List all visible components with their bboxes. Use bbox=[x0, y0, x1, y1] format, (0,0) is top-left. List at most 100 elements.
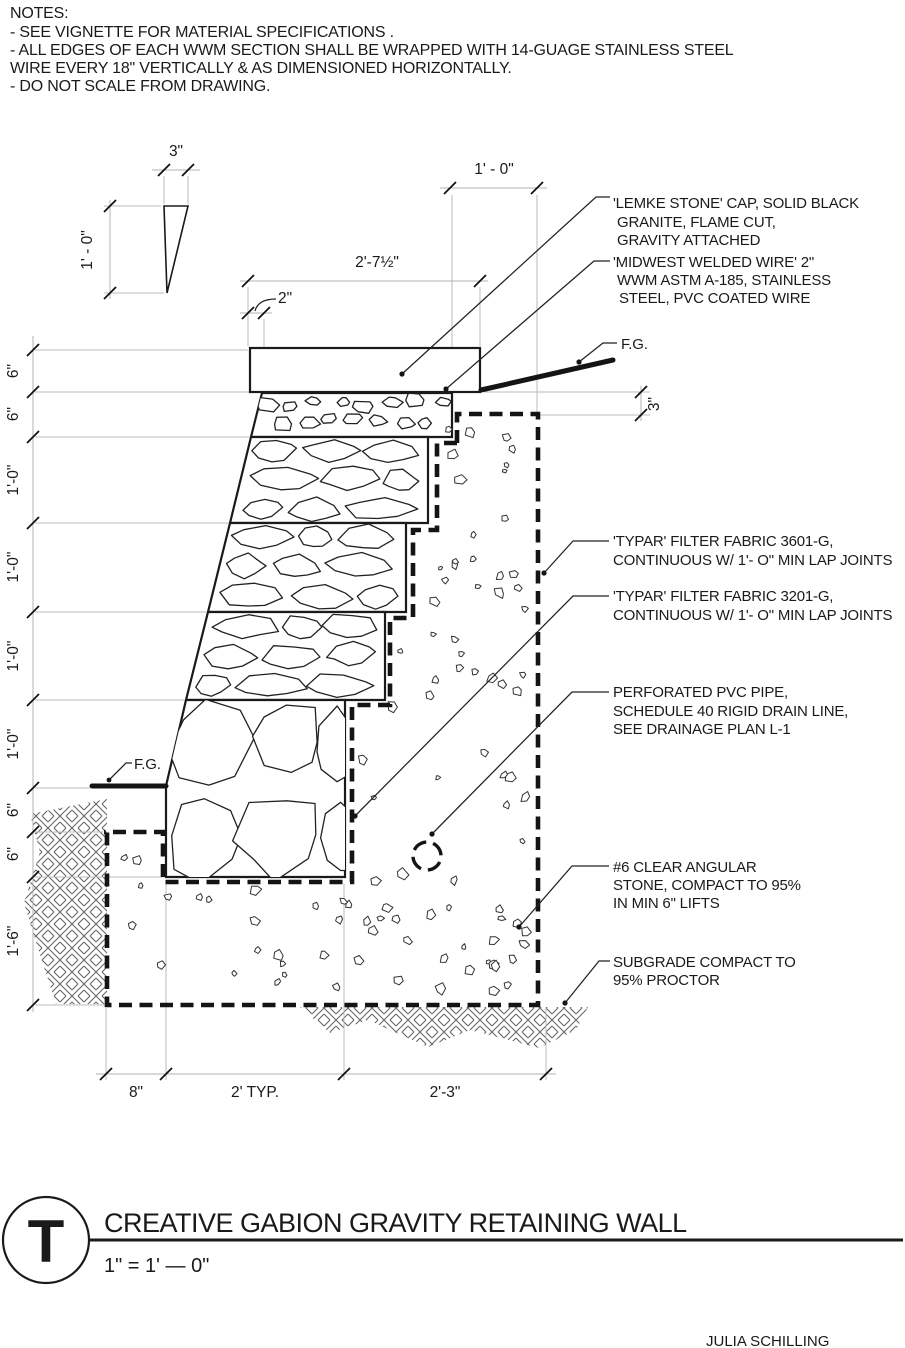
stone-shape bbox=[305, 673, 375, 699]
callout-stone6-line-0: #6 CLEAR ANGULAR bbox=[613, 859, 757, 876]
stone-shape bbox=[368, 414, 389, 427]
course-4-boulders bbox=[168, 700, 345, 877]
aggregate-pebble bbox=[163, 893, 173, 901]
stone-shape bbox=[417, 416, 433, 430]
aggregate-pebble bbox=[508, 444, 516, 454]
detail-letter: T bbox=[28, 1208, 65, 1275]
extension-lines bbox=[32, 169, 650, 1080]
stone-shape bbox=[301, 439, 362, 464]
stone-shape bbox=[282, 401, 298, 413]
aggregate-pebble bbox=[470, 530, 477, 539]
dim-left-4: 1'-0" bbox=[5, 641, 22, 672]
note-line: - ALL EDGES OF EACH WWM SECTION SHALL BE… bbox=[10, 42, 734, 59]
stone-shape bbox=[249, 466, 320, 491]
dim-top-right: 1' - 0" bbox=[474, 161, 513, 178]
stone-shape bbox=[342, 413, 364, 425]
aggregate-pebble bbox=[195, 893, 203, 901]
aggregate-pebble bbox=[434, 982, 447, 996]
soil-hatch-left bbox=[24, 799, 107, 1004]
drainage-aggregate bbox=[120, 425, 532, 996]
finish-grade-right bbox=[478, 357, 616, 393]
aggregate-pebble bbox=[367, 925, 379, 936]
aggregate-pebble bbox=[461, 943, 467, 950]
stone-shape bbox=[344, 496, 419, 520]
aggregate-pebble bbox=[439, 953, 449, 963]
aggregate-pebble bbox=[429, 596, 441, 607]
callout-fg-left: F.G. bbox=[134, 756, 161, 773]
aggregate-pebble bbox=[518, 940, 531, 949]
aggregate-pebble bbox=[403, 936, 413, 946]
title-block: T CREATIVE GABION GRAVITY RETAINING WALL… bbox=[1, 1195, 903, 1348]
callout-stone6-line-1: STONE, COMPACT TO 95% bbox=[613, 877, 801, 894]
dim-left-1: 6" bbox=[5, 407, 22, 421]
aggregate-pebble bbox=[353, 955, 365, 966]
soil-hatch-bottom bbox=[300, 1007, 588, 1048]
aggregate-pebble bbox=[508, 954, 518, 964]
aggregate-pebble bbox=[339, 897, 349, 905]
callout-3201-line-0: 'TYPAR' FILTER FABRIC 3201-G, bbox=[613, 588, 833, 605]
aggregate-pebble bbox=[132, 855, 142, 865]
stone-shape bbox=[219, 582, 284, 607]
aggregate-pebble bbox=[504, 771, 517, 783]
stone-shape bbox=[261, 645, 321, 670]
dim-batter-height: 1' - 0" bbox=[79, 230, 96, 269]
note-line: - DO NOT SCALE FROM DRAWING. bbox=[10, 78, 270, 95]
stone-shape bbox=[320, 412, 337, 424]
aggregate-pebble bbox=[231, 969, 238, 977]
note-line: - SEE VIGNETTE FOR MATERIAL SPECIFICATIO… bbox=[10, 24, 394, 41]
aggregate-pebble bbox=[488, 936, 500, 945]
aggregate-pebble bbox=[381, 903, 394, 913]
callout-wwm-line-0: 'MIDWEST WELDED WIRE' 2" bbox=[613, 254, 814, 271]
stone-shape bbox=[225, 552, 267, 580]
aggregate-pebble bbox=[120, 853, 128, 862]
aggregate-pebble bbox=[282, 971, 288, 978]
dim-left-0: 6" bbox=[5, 364, 22, 378]
aggregate-pebble bbox=[332, 982, 341, 992]
aggregate-pebble bbox=[495, 570, 504, 580]
aggregate-pebble bbox=[471, 668, 479, 676]
stone-shape bbox=[230, 524, 295, 550]
notes-block: NOTES: - SEE VIGNETTE FOR MATERIAL SPECI… bbox=[10, 5, 734, 95]
aggregate-pebble bbox=[273, 948, 284, 961]
aggregate-pebble bbox=[493, 587, 504, 599]
aggregate-pebble bbox=[319, 950, 330, 960]
stone-shape bbox=[324, 551, 393, 577]
stone-shape bbox=[434, 396, 452, 407]
aggregate-pebble bbox=[502, 800, 510, 810]
aggregate-pebble bbox=[279, 960, 287, 968]
aggregate-pebble bbox=[438, 565, 444, 571]
stone-shape bbox=[290, 583, 354, 610]
excavation-boundary-fabric-3601 bbox=[104, 411, 541, 1008]
aggregate-pebble bbox=[474, 584, 482, 589]
aggregate-pebble bbox=[497, 679, 508, 690]
course-2-stones bbox=[219, 523, 399, 610]
stone-shape bbox=[299, 416, 322, 429]
stone-shape bbox=[281, 615, 323, 640]
aggregate-pebble bbox=[521, 926, 532, 937]
aggregate-pebble bbox=[445, 425, 453, 433]
dim-left-2: 1'-0" bbox=[5, 465, 22, 496]
course-3-stones bbox=[195, 613, 378, 699]
stone-shape bbox=[325, 640, 377, 667]
aggregate-pebble bbox=[249, 885, 263, 896]
stone-shape bbox=[211, 614, 280, 640]
aggregate-pebble bbox=[396, 867, 410, 881]
stone-shape bbox=[319, 465, 381, 492]
drawing-author: JULIA SCHILLING bbox=[706, 1333, 829, 1348]
stone-shape bbox=[195, 674, 232, 697]
aggregate-pebble bbox=[435, 775, 442, 781]
stone-shape bbox=[234, 672, 308, 697]
course-1-stones bbox=[242, 439, 420, 523]
callout-cap-line-0: 'LEMKE STONE' CAP, SOLID BLACK bbox=[613, 195, 859, 212]
aggregate-pebble bbox=[521, 606, 529, 613]
stone-shape bbox=[297, 525, 333, 548]
dim-bottom-0: 8" bbox=[129, 1084, 143, 1101]
stone-shape bbox=[251, 439, 298, 463]
dim-batter-width: 3" bbox=[169, 143, 183, 160]
aggregate-pebble bbox=[520, 791, 531, 802]
aggregate-pebble bbox=[358, 754, 368, 766]
aggregate-pebble bbox=[490, 959, 501, 973]
aggregate-pebble bbox=[495, 904, 504, 914]
aggregate-pebble bbox=[426, 908, 437, 921]
